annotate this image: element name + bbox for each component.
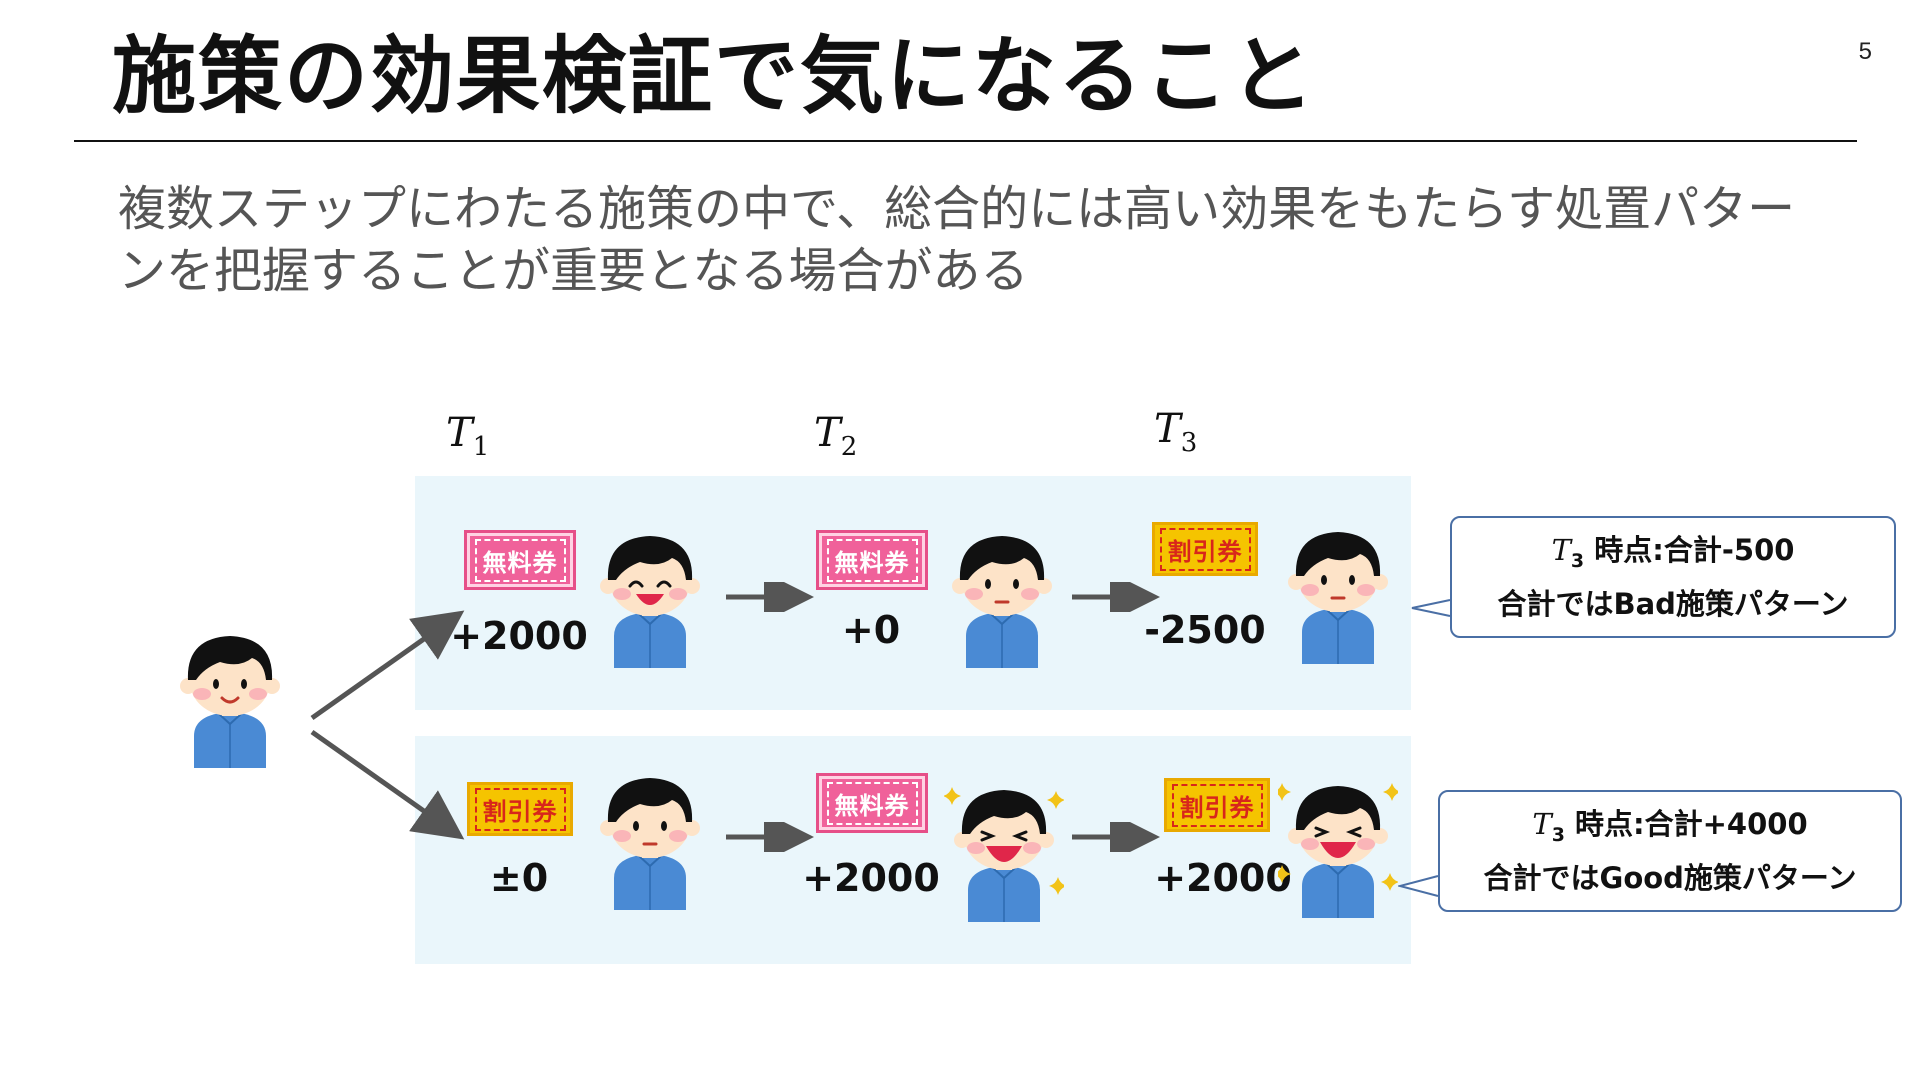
callout-line1-text: 時点:合計+4000 xyxy=(1564,806,1808,841)
discount-ticket-bottom-3: 割引券 xyxy=(1164,778,1270,832)
step-arrow-top-2 xyxy=(1072,582,1160,612)
slide-title: 施策の効果検証で気になること xyxy=(112,27,1317,125)
person-happy-top-1 xyxy=(600,535,700,669)
free-ticket-top-2: 無料券 xyxy=(816,530,928,590)
ticket-text: 無料券 xyxy=(474,538,566,582)
ticket-text: 無料券 xyxy=(826,781,918,825)
person-neutral-bottom-1 xyxy=(600,777,700,911)
sparkle-icon xyxy=(1047,791,1064,809)
callout-time-subscript: 3 xyxy=(1570,549,1585,572)
branch-arrow-up xyxy=(310,610,465,721)
value-top-3: -2500 xyxy=(1144,608,1266,652)
discount-ticket-bottom-1: 割引券 xyxy=(467,782,573,836)
time-label-subscript: 2 xyxy=(840,432,858,462)
branch-arrow-down xyxy=(310,729,465,840)
callout-line2: 合計ではBad施策パターン xyxy=(1497,587,1849,622)
title-divider xyxy=(74,140,1857,142)
value-top-1: +2000 xyxy=(450,614,588,658)
time-label-t1: T1 xyxy=(446,410,489,462)
person-neutral-top-2 xyxy=(952,535,1052,669)
sparkle-icon xyxy=(1278,865,1291,883)
person-neutral-top-3 xyxy=(1288,531,1388,665)
page-number: 5 xyxy=(1858,38,1872,65)
ticket-text: 割引券 xyxy=(1171,783,1263,827)
person-excited-bottom-2 xyxy=(944,787,1064,923)
callout-line1: T3 時点:合計+4000 xyxy=(1532,802,1807,857)
sparkle-icon xyxy=(944,787,961,805)
step-arrow-top-1 xyxy=(726,582,814,612)
top-path-panel xyxy=(415,476,1411,710)
time-label-subscript: 3 xyxy=(1180,428,1198,458)
free-ticket-bottom-2: 無料券 xyxy=(816,773,928,833)
time-label-symbol: T xyxy=(446,410,473,456)
callout-line1-text: 時点:合計-500 xyxy=(1584,532,1795,567)
ticket-text: 割引券 xyxy=(474,787,566,831)
slide-subtitle: 複数ステップにわたる施策の中で、総合的には高い効果をもたらす処置パターンを把握す… xyxy=(118,181,1796,299)
time-label-symbol: T xyxy=(1154,406,1181,452)
callout-top-box: T3 時点:合計-500 合計ではBad施策パターン xyxy=(1450,516,1896,638)
time-label-t3: T3 xyxy=(1154,406,1197,458)
value-bottom-3: +2000 xyxy=(1154,856,1292,900)
callout-time-symbol: T xyxy=(1551,532,1571,567)
callout-time-symbol: T xyxy=(1532,806,1552,841)
discount-ticket-top-3: 割引券 xyxy=(1152,522,1258,576)
ticket-text: 割引券 xyxy=(1159,527,1251,571)
sparkle-icon xyxy=(1381,873,1398,891)
value-bottom-1: ±0 xyxy=(489,856,549,900)
bottom-path-panel xyxy=(415,736,1411,964)
callout-bottom-box: T3 時点:合計+4000 合計ではGood施策パターン xyxy=(1438,790,1902,912)
person-start xyxy=(180,635,280,769)
time-label-t2: T2 xyxy=(814,410,857,462)
branch-arrows xyxy=(310,610,465,840)
sparkle-icon xyxy=(1049,877,1064,895)
free-ticket-top-1: 無料券 xyxy=(464,530,576,590)
step-arrow-bottom-1 xyxy=(726,822,814,852)
step-arrow-bottom-2 xyxy=(1072,822,1160,852)
time-label-symbol: T xyxy=(814,410,841,456)
person-excited-bottom-3 xyxy=(1278,783,1398,919)
callout-line1: T3 時点:合計-500 xyxy=(1552,528,1795,583)
callout-time-subscript: 3 xyxy=(1551,823,1565,846)
value-top-2: +0 xyxy=(841,608,901,652)
ticket-text: 無料券 xyxy=(826,538,918,582)
sparkle-icon xyxy=(1383,783,1398,801)
sparkle-icon xyxy=(1278,783,1291,801)
callout-line2: 合計ではGood施策パターン xyxy=(1483,861,1857,896)
time-label-subscript: 1 xyxy=(472,432,490,462)
value-bottom-2: +2000 xyxy=(802,856,940,900)
